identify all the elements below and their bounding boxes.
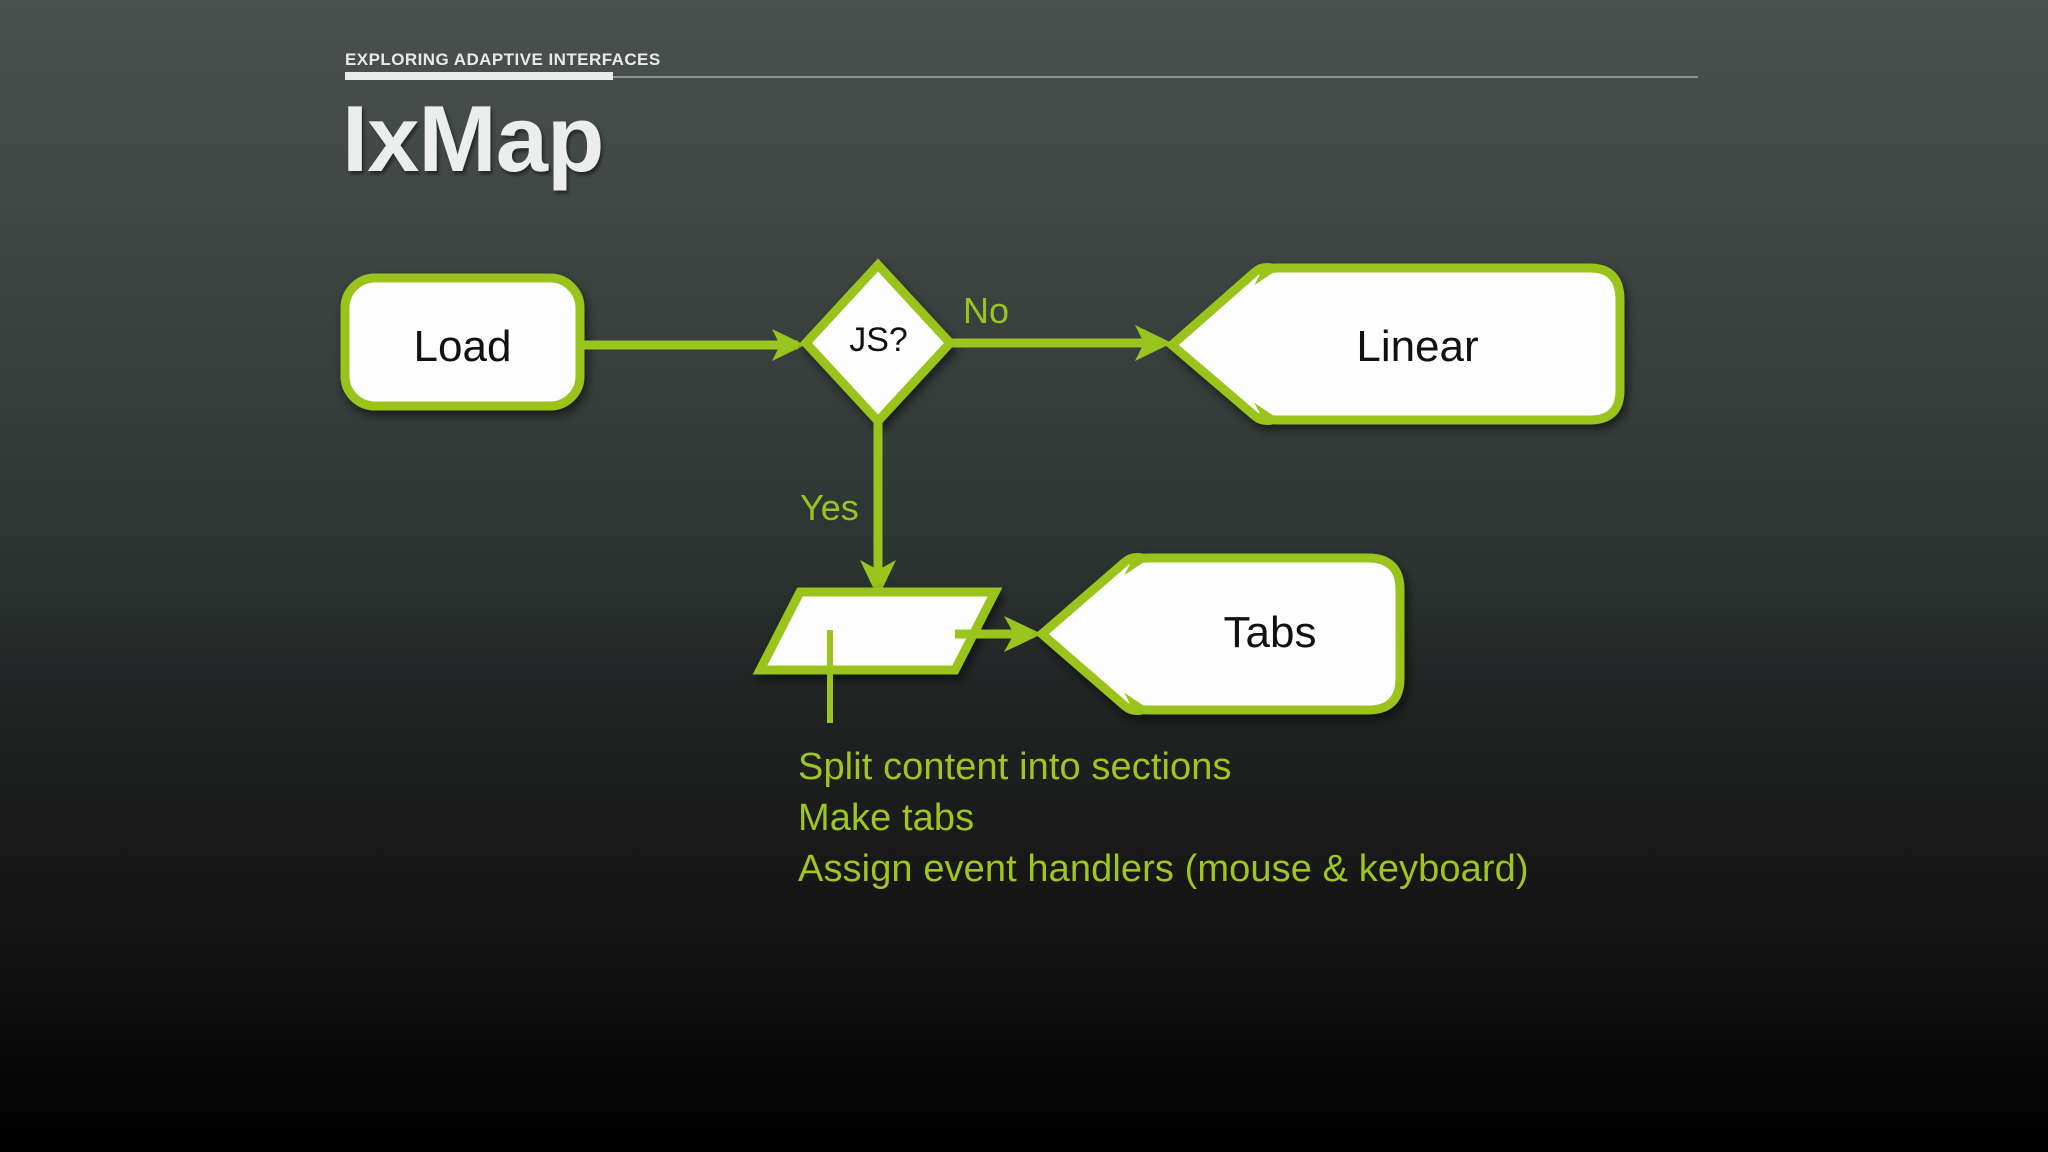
node-js-label: JS? [849,321,908,359]
node-tabs-label: Tabs [1223,608,1317,657]
arrowhead-split-to-tabs [1004,616,1042,652]
note-line-3: Assign event handlers (mouse & keyboard) [798,848,1529,890]
arrowhead-load-to-js [772,329,805,361]
node-linear-label: Linear [1356,322,1479,371]
arrowhead-js-to-linear [1135,325,1172,361]
edge-label-no: No [963,290,1010,331]
header-rule-thick [345,72,613,80]
node-load-label: Load [413,322,512,371]
edge-label-yes: Yes [800,487,859,528]
note-line-1: Split content into sections [798,746,1232,788]
slide-kicker: EXPLORING ADAPTIVE INTERFACES [345,50,661,69]
node-split-shape [752,587,1003,675]
notes-block: Split content into sections Make tabs As… [798,742,1529,895]
header-rule-thin [345,76,1698,78]
note-line-2: Make tabs [798,797,975,839]
page-title: IxMap [342,86,604,191]
arrowhead-js-to-split [860,560,896,598]
